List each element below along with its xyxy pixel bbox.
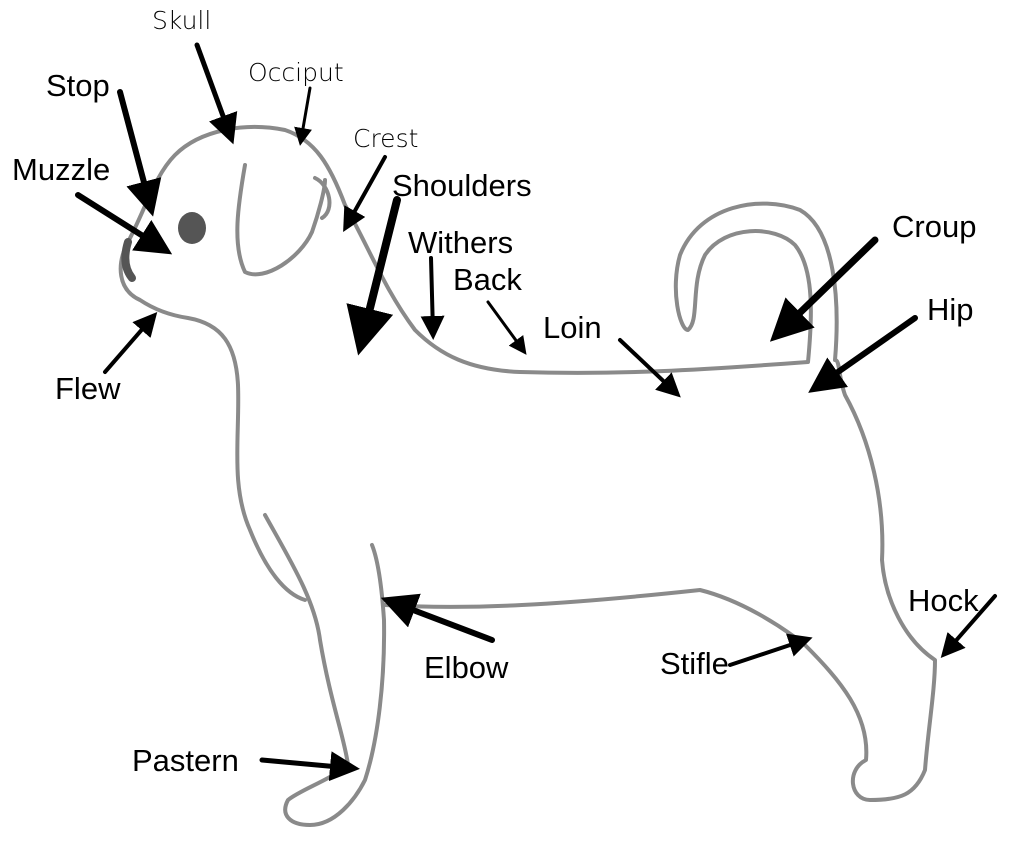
arrow-crest — [343, 155, 387, 232]
label-hip: Hip — [927, 292, 974, 327]
arrow-back — [486, 300, 527, 355]
arrow-pastern — [259, 751, 360, 782]
arrow-stop — [117, 89, 162, 217]
arrow-group — [75, 42, 997, 782]
label-croup: Croup — [892, 209, 977, 244]
arrow-withers — [420, 256, 445, 340]
arrow-occiput — [294, 86, 312, 146]
arrow-elbow — [380, 593, 495, 643]
label-stop: Stop — [46, 68, 110, 103]
nose — [121, 238, 136, 282]
label-hock: Hock — [908, 583, 979, 618]
label-loin: Loin — [543, 310, 602, 345]
arrow-loin — [618, 338, 681, 398]
arrow-hip — [808, 315, 918, 393]
arrow-flew — [103, 311, 158, 374]
front-leg — [263, 513, 387, 827]
label-elbow: Elbow — [424, 650, 509, 685]
label-back: Back — [453, 262, 522, 297]
label-stifle: Stifle — [660, 646, 729, 681]
label-shoulders: Shoulders — [392, 168, 532, 203]
label-flew: Flew — [55, 371, 121, 406]
dog-body-outline — [118, 125, 937, 802]
arrow-skull — [194, 42, 238, 145]
label-occiput: Occiput — [248, 58, 344, 87]
label-muzzle: Muzzle — [12, 152, 111, 187]
arrow-muzzle — [75, 192, 173, 255]
arrow-hock — [940, 594, 997, 659]
label-pastern: Pastern — [132, 743, 239, 778]
arrow-shoulders — [346, 196, 401, 356]
arrow-stifle — [728, 633, 813, 667]
label-withers: Withers — [408, 225, 514, 260]
label-crest: Crest — [353, 124, 419, 153]
ear — [235, 163, 332, 277]
eye — [178, 212, 206, 244]
arrow-croup — [769, 236, 879, 342]
label-skull: Skull — [152, 6, 212, 35]
